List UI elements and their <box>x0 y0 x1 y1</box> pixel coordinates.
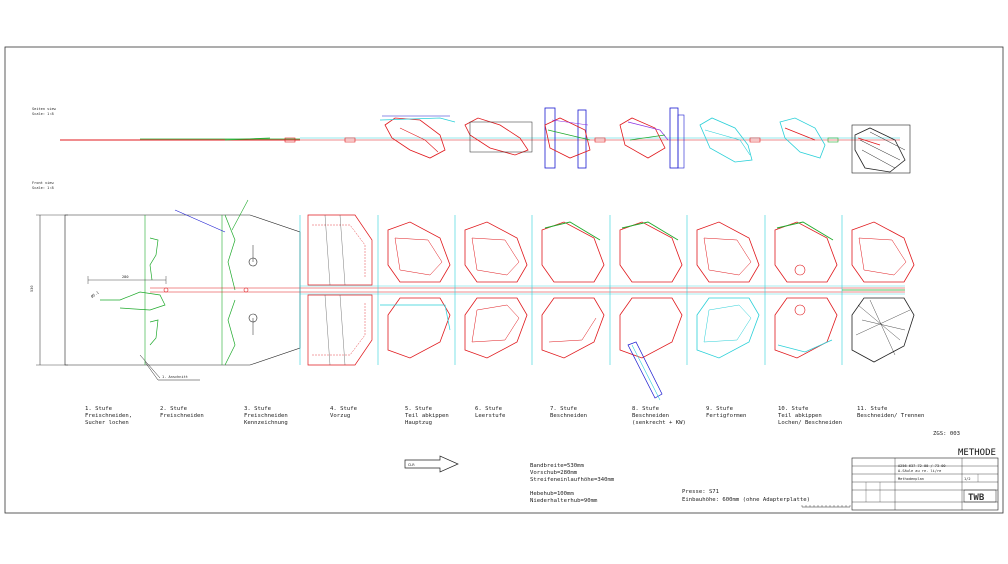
view-label-top-1: Seiten view <box>32 107 57 111</box>
part-top-st11 <box>851 221 915 283</box>
station-8-label-line-1: 8. Stufe <box>632 406 660 412</box>
part-top-st10 <box>774 221 838 283</box>
side-view-strip <box>60 107 911 174</box>
spec-pitch: Vorschub=280mm <box>530 470 578 476</box>
spec-lift-stroke: Hebehub=100mm <box>530 491 574 497</box>
station-6-label-line-2: Leerstufe <box>475 413 506 419</box>
view-label-top-2: Scale: 1:8 <box>32 112 54 116</box>
station-6-label-line-1: 6. Stufe <box>475 406 503 412</box>
station-7-label-line-2: Beschneiden <box>550 413 587 419</box>
part-number: A256 637 72 00 / 73 00 <box>898 464 946 468</box>
part-bottom-st5 <box>380 297 451 359</box>
annotation-anschnitt: 1. Anschnitt <box>162 375 188 379</box>
dim-diameter: Ø5.1 <box>90 290 100 299</box>
part-bottom-st11 <box>851 297 915 363</box>
station-11-label-line-2: Beschneiden/ Trennen <box>857 413 924 419</box>
spec-press: Presse: S71 <box>682 489 719 495</box>
drawing-name: Methodenplan <box>898 477 924 481</box>
station-9-label-line-1: 9. Stufe <box>706 406 734 412</box>
zgs-label: ZGS: 003 <box>933 431 960 437</box>
station-2-label-line-1: 2. Stufe <box>160 406 188 412</box>
part-top-st8 <box>619 221 683 283</box>
spec-pad-stroke: Niederhalterhub=90mm <box>530 498 598 504</box>
company-logo: TWB <box>968 493 985 503</box>
part-bottom-st7 <box>541 297 605 359</box>
view-label-front-1: Front view <box>32 181 54 185</box>
station-10-label-line-3: Lochen/ Beschneiden <box>778 420 842 426</box>
station-5-label-line-2: Teil abkippen <box>405 413 449 419</box>
station-3-label-line-2: Freischneiden <box>244 413 288 419</box>
part-top-st6 <box>464 221 528 283</box>
part-bottom-st8 <box>619 297 683 401</box>
part-top-st9 <box>696 221 760 283</box>
station-1-label-line-1: 1. Stufe <box>85 406 113 412</box>
method-title: METHODE <box>958 448 996 458</box>
station-4-label-line-2: Vorzug <box>330 413 350 419</box>
station-9-label-line-2: Fertigformen <box>706 413 746 419</box>
station-8-label-line-2: Beschneiden <box>632 413 669 419</box>
station-10-label-line-1: 10. Stufe <box>778 406 809 412</box>
station-1-label-line-3: Sucher lochen <box>85 420 129 426</box>
station-3-label-line-1: 3. Stufe <box>244 406 272 412</box>
station-5-label-line-3: Hauptzug <box>405 420 432 426</box>
scale-bar <box>801 505 851 508</box>
station-2-label-line-2: Freischneiden <box>160 413 204 419</box>
station-3-label-line-3: Kennzeichnung <box>244 420 288 426</box>
title-block: A256 637 72 00 / 73 00 A-Säule au re. li… <box>851 457 999 511</box>
station-4-label-line-1: 4. Stufe <box>330 406 358 412</box>
sheet-border <box>4 46 1004 514</box>
dim-height: 530 <box>30 286 34 293</box>
sheet-number: 1/2 <box>964 477 971 481</box>
station-5-label-line-1: 5. Stufe <box>405 406 433 412</box>
station-1-label-line-2: Freischneiden, <box>85 413 132 419</box>
part-name: A-Säule au re. li/re <box>898 469 941 473</box>
strip-direction-arrow: CLR <box>404 455 459 473</box>
station-8-label-line-3: (senkrecht + KW) <box>632 420 686 426</box>
part-top-st5 <box>387 221 451 283</box>
station-7-label-line-1: 7. Stufe <box>550 406 578 412</box>
spec-strip-width: Bandbreite=530mm <box>530 463 585 469</box>
part-top-st7 <box>541 221 605 283</box>
part-bottom-st9 <box>696 297 760 359</box>
spec-die-height: Einbauhöhe: 600mm (ohne Adapterplatte) <box>682 497 810 503</box>
part-bottom-st6 <box>464 297 528 359</box>
spec-feed-height: Streifeneinlaufhöhe=340mm <box>530 477 615 483</box>
view-label-front-2: Scale: 1:8 <box>32 186 54 190</box>
part-bottom-st10 <box>774 297 838 359</box>
strip-layout: 530 280 Ø5.1 <box>30 199 915 401</box>
station-10-label-line-2: Teil abkippen <box>778 413 822 419</box>
strip-direction-label: CLR <box>408 463 415 467</box>
station-11-label-line-1: 11. Stufe <box>857 406 888 412</box>
dim-pitch: 280 <box>122 275 129 279</box>
